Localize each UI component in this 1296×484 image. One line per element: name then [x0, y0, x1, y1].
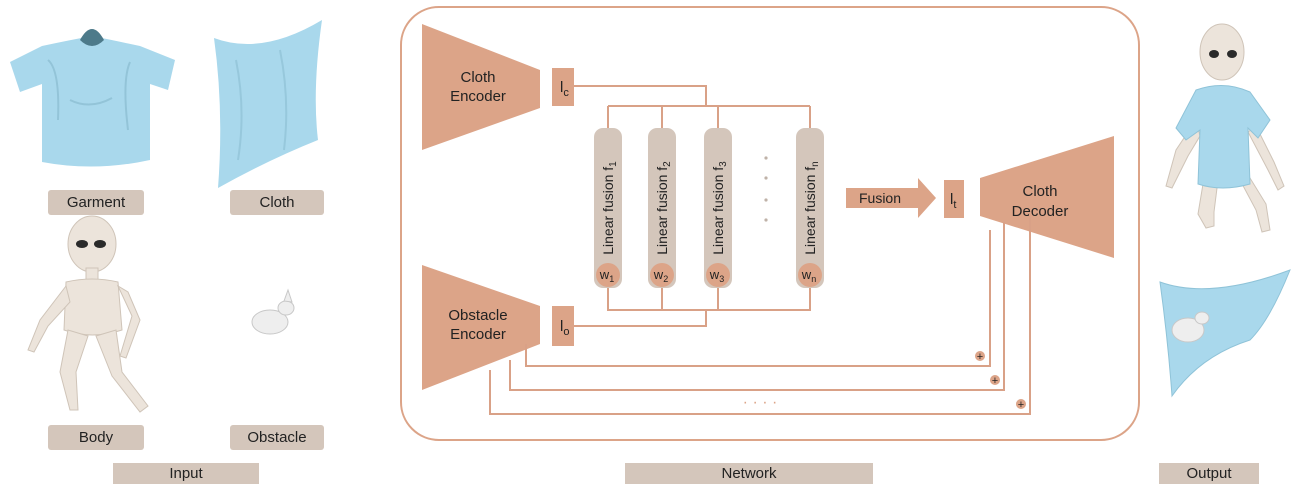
fusion-arrow: Fusion [846, 178, 936, 218]
plus-1: + [977, 351, 983, 363]
linear-fusion-label-n: Linear fusion fn [802, 161, 821, 255]
linear-fusion-pill-n [796, 128, 824, 288]
weight-label-n: wn [801, 267, 816, 284]
body-figure-image [27, 215, 149, 413]
body-label: Body [48, 425, 144, 450]
cloth-sheet-image [214, 20, 322, 188]
cloth-encoder-block [422, 24, 540, 150]
fusion-label: Fusion [859, 190, 901, 206]
weight-label-1: w1 [599, 267, 614, 284]
linear-fusion-pill-2 [648, 128, 676, 288]
linear-fusion-pills: Linear fusion f1 Linear fusion f2 Linear… [594, 128, 824, 288]
weight-circle-1 [596, 263, 620, 287]
latent-cloth-label: lc [560, 79, 569, 99]
weight-circle-2 [650, 263, 674, 287]
obstacle-encoder-label-line2: Encoder [450, 326, 506, 343]
skip-ellipsis: · · · · [743, 394, 778, 411]
network-section-label: Network [625, 463, 873, 484]
weight-label-2: w2 [653, 267, 668, 284]
plus-2: + [992, 375, 998, 387]
latent-cloth-box [552, 68, 574, 106]
garment-label: Garment [48, 190, 144, 215]
obstacle-encoder-label-line1: Obstacle [448, 307, 507, 324]
latent-obstacle-box [552, 306, 574, 346]
output-body-with-shirt-image [1165, 23, 1285, 233]
latent-obstacle-label: lo [560, 318, 569, 338]
top-bus-lines [574, 85, 811, 128]
obstacle-label: Obstacle [230, 425, 324, 450]
linear-fusion-pill-3 [704, 128, 732, 288]
cloth-label: Cloth [230, 190, 324, 215]
cloth-encoder-label-line2: Encoder [450, 88, 506, 105]
output-section-label: Output [1159, 463, 1259, 484]
cloth-encoder-label-line1: Cloth [460, 69, 495, 86]
linear-fusion-pill-1 [594, 128, 622, 288]
weight-label-3: w3 [709, 267, 724, 284]
skip-connection-lines [489, 214, 1031, 415]
latent-target-label: lt [950, 191, 956, 211]
output-cloth-over-bunny-image [1159, 269, 1291, 398]
cloth-decoder-label-line1: Cloth [1022, 183, 1057, 200]
linear-fusion-label-2: Linear fusion f2 [654, 161, 673, 255]
weight-circle-3 [706, 263, 730, 287]
vertical-ellipsis [764, 156, 768, 222]
garment-shirt-image [10, 29, 175, 167]
obstacle-bunny-image [251, 288, 295, 335]
skip-plus-symbols: + + + [975, 351, 1026, 411]
weight-circle-n [798, 263, 822, 287]
obstacle-encoder-block [422, 265, 540, 390]
bottom-bus-lines [574, 288, 811, 327]
input-section-label: Input [113, 463, 259, 484]
weight-circles: w1 w2 w3 wn [596, 263, 822, 287]
linear-fusion-label-3: Linear fusion f3 [710, 161, 729, 255]
network-frame [400, 6, 1140, 441]
cloth-decoder-label-line2: Decoder [1012, 203, 1069, 220]
cloth-decoder-block [980, 136, 1114, 258]
latent-target-box [944, 180, 964, 218]
plus-3: + [1018, 399, 1024, 411]
linear-fusion-label-1: Linear fusion f1 [600, 161, 619, 255]
